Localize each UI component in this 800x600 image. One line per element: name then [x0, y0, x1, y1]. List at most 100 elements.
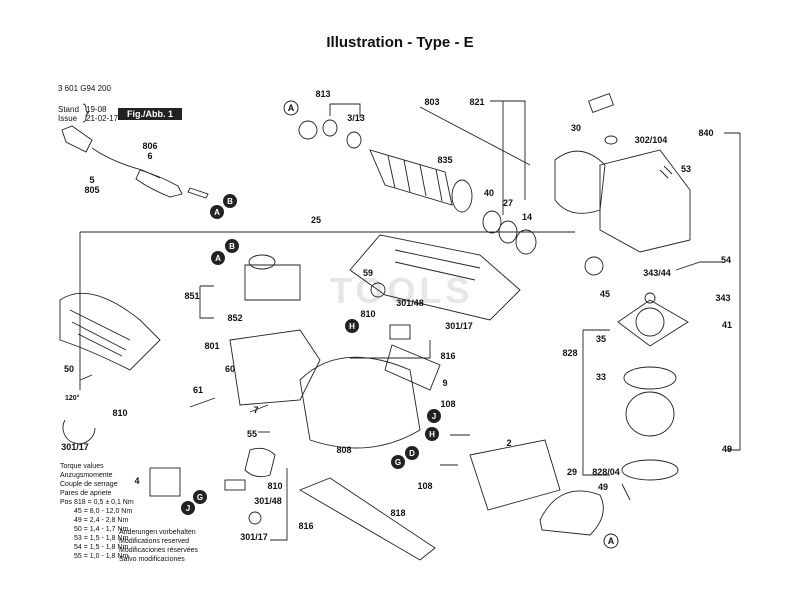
part-label: 41 [722, 320, 732, 330]
part-label: 818 [390, 508, 405, 518]
cable-sleeve [135, 169, 183, 198]
torque-line: Pares de apriete [60, 490, 112, 497]
part-label: 801 [204, 341, 219, 351]
brush-810-upper [389, 324, 411, 340]
leader-828 [582, 329, 610, 476]
torque-row: 45 = 8,0 - 12,0 Nm [74, 508, 133, 515]
part-label: 5 [89, 175, 94, 185]
part-label: 25 [311, 215, 321, 225]
leader-821 [490, 100, 526, 215]
callout-h-upper-text: H [349, 322, 355, 331]
part-label: 54 [721, 255, 731, 265]
part-label: 49 [598, 482, 608, 492]
callout-a-switch-text: A [215, 254, 221, 263]
part-label: 33 [596, 372, 606, 382]
part-label: 810 [360, 309, 375, 319]
torque-row: 53 = 1,5 - 1,8 Nm [74, 535, 129, 542]
part-label: 49 [722, 444, 732, 454]
motor-housing-808 [299, 356, 421, 449]
housing-shell-801 [229, 329, 321, 406]
part-label: 7 [253, 405, 258, 415]
part-label: 53 [681, 164, 691, 174]
ring-27 [498, 220, 518, 244]
watermark: TOOLS [330, 270, 474, 311]
part-label: 840 [698, 128, 713, 138]
issue-label: Issue [58, 114, 78, 123]
part-label: 808 [336, 445, 351, 455]
housing-vents [394, 249, 481, 281]
callout-d-right [405, 446, 419, 460]
gear-cover-30 [554, 150, 606, 214]
switch-knob [248, 254, 276, 270]
callout-b-cable [223, 194, 237, 208]
part-label: 851 [184, 291, 199, 301]
callout-b-switch-text: B [229, 242, 235, 251]
armature-slots [387, 155, 443, 202]
callout-a-bottom-text: A [608, 536, 615, 546]
part-label: 61 [193, 385, 203, 395]
part-label: 302/104 [635, 135, 668, 145]
nut-343-44 [644, 292, 656, 304]
part-label: 29 [567, 467, 577, 477]
part-label: 14 [522, 212, 532, 222]
callout-g-right [391, 455, 405, 469]
part-label: 805 [84, 185, 99, 195]
torque-line: Couple de serrage [60, 481, 118, 488]
torque-row: 50 = 1,4 - 1,7 Nm [74, 526, 129, 533]
part-label: 108 [440, 399, 455, 409]
part-label: 301/17 [240, 532, 268, 542]
callout-h-upper [345, 319, 359, 333]
callout-g-right-text: G [395, 458, 401, 467]
torque-values-note: Torque values Anzugsmomente Couple de se… [60, 462, 134, 561]
switch-851 [244, 264, 301, 301]
changes-line: Salvo modificaciones [119, 556, 185, 563]
part-label: 835 [437, 155, 452, 165]
changes-reserved-note: Änderungen vorbehalten Modifications res… [119, 528, 198, 564]
changes-line: Modifications reserved [119, 538, 190, 545]
part-label: 852 [227, 313, 242, 323]
strain-relief [187, 187, 209, 199]
callout-markers: A B A B A H J H G D G J A [181, 100, 619, 549]
part-label: 810 [112, 408, 127, 418]
screw-49 [621, 483, 631, 501]
bearing-mid [322, 119, 338, 137]
part-label: 40 [484, 188, 494, 198]
leader-816b [270, 468, 288, 541]
part-label: 30 [571, 123, 581, 133]
leader-851 [199, 285, 214, 319]
part-label: 821 [469, 97, 484, 107]
part-label: 9 [442, 378, 447, 388]
callout-g-left-text: G [197, 493, 203, 502]
bearing-14 [515, 229, 537, 255]
callout-j-left [181, 501, 195, 515]
screw-50 [79, 374, 93, 381]
screw-53 [659, 165, 673, 179]
part-label: 45 [600, 289, 610, 299]
switch-rod-818 [298, 477, 436, 561]
stand-label: Stand [58, 105, 79, 114]
part-label: 301/17 [61, 442, 89, 452]
changes-line: Modificaciones réservées [119, 547, 198, 554]
cable [91, 147, 161, 179]
changes-line: Änderungen vorbehalten [119, 529, 196, 536]
figure-badge: Fig./Abb. 1 [118, 108, 182, 120]
pins-108 [440, 434, 470, 466]
callout-a-switch [211, 251, 225, 265]
upper-housing-810 [349, 234, 521, 321]
callout-a-bottom [603, 533, 619, 549]
part-label: 813 [315, 89, 330, 99]
brush-810 [244, 447, 276, 478]
angle-label: 120° [65, 394, 80, 402]
part-label: 3/13 [347, 113, 365, 123]
part-label: 806 [142, 141, 157, 151]
armature-fan [451, 179, 473, 213]
callout-b-switch [225, 239, 239, 253]
illustration-title: Illustration - Type - E [326, 34, 474, 51]
flange-hub [635, 307, 665, 337]
leader-803 [419, 106, 531, 166]
callout-a-cable [210, 205, 224, 219]
plug-body [61, 125, 93, 153]
o-ring-302 [604, 135, 618, 145]
part-label: 27 [503, 198, 513, 208]
